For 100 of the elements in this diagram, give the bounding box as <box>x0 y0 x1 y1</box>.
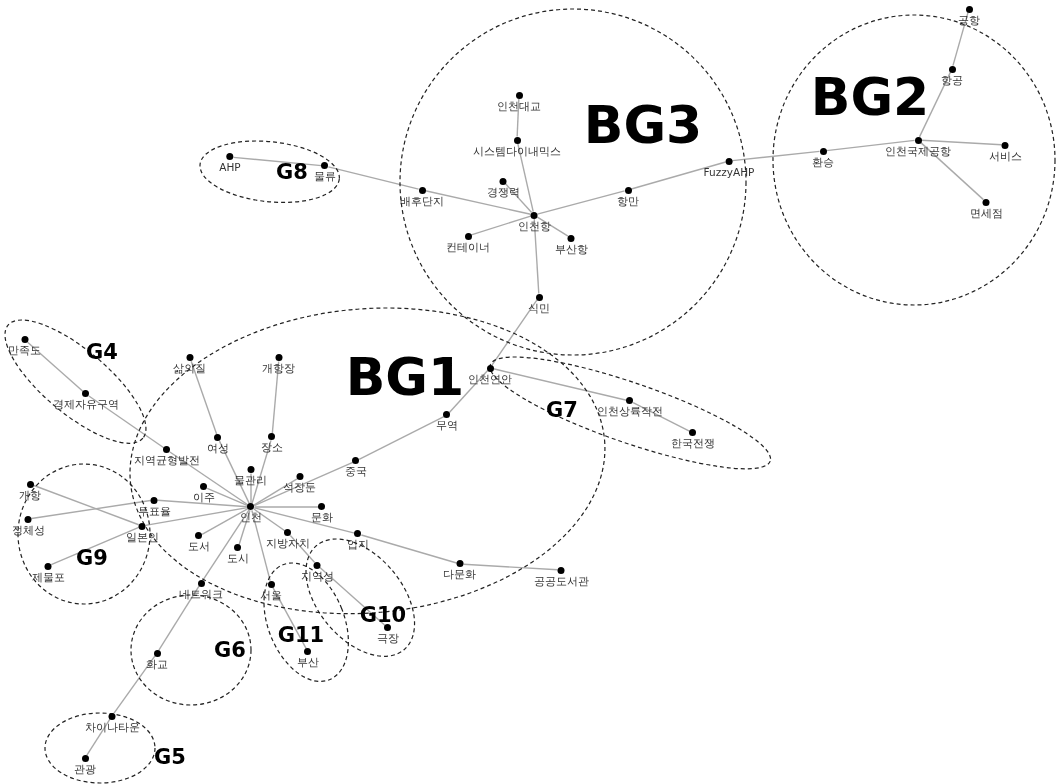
connector-line <box>253 461 354 507</box>
node-label: 부산 <box>297 656 319 669</box>
node-label: 극장 <box>377 632 399 645</box>
node-label: 투표율 <box>137 504 171 517</box>
connector-line <box>424 190 532 215</box>
connector-line <box>206 487 249 507</box>
node-label: 일본인 <box>125 530 159 543</box>
cluster-label: BG2 <box>810 71 930 123</box>
node-label: 인천대교 <box>497 99 541 112</box>
node-label: 문화 <box>311 511 333 524</box>
connector-line <box>318 566 387 627</box>
connector-line <box>156 499 249 508</box>
connector-line <box>533 217 540 295</box>
node-label: 지방자치 <box>266 537 310 550</box>
node-label: 항만 <box>617 194 639 207</box>
node-label: 도서 <box>188 540 210 553</box>
connector-line <box>251 439 272 505</box>
connector-line <box>201 508 249 535</box>
node-label: AHP <box>219 161 241 174</box>
node-label: 네트워크 <box>179 587 223 600</box>
node-label: 부산항 <box>554 242 588 255</box>
node-label: 장소 <box>261 441 283 454</box>
node-label: 인천연안 <box>468 372 512 385</box>
node-label: 도시 <box>227 552 249 565</box>
node-label: 지역성 <box>300 569 334 582</box>
connector-line <box>251 509 271 582</box>
connector-line <box>448 369 489 414</box>
connector-line <box>202 509 250 581</box>
node-label: 인천항 <box>517 219 551 232</box>
node-label: 공공도서관 <box>533 574 589 587</box>
node-label: 차이나타운 <box>84 720 140 733</box>
connector-line <box>825 139 916 152</box>
connector-line <box>158 585 200 651</box>
node-label: 입지 <box>347 538 369 551</box>
cluster-label: G4 <box>86 341 118 363</box>
node-label: 인천 <box>240 511 262 524</box>
connector-line <box>504 182 533 214</box>
connector-line <box>253 508 286 532</box>
node-label: 중국 <box>345 465 367 478</box>
node-label: 정체성 <box>11 523 45 536</box>
node-label: 인천상륙작전 <box>597 405 663 418</box>
connector-line <box>918 71 952 138</box>
node-label: 한국전쟁 <box>671 437 715 450</box>
connector-line <box>360 534 458 564</box>
node-label: 삶의질 <box>173 362 207 375</box>
node-label: 다문화 <box>443 568 477 581</box>
connector-line <box>731 150 821 162</box>
node-label: 화교 <box>146 657 168 670</box>
connector-line <box>30 499 152 520</box>
node-label: 인천국제공항 <box>885 144 951 157</box>
connector-line <box>632 401 691 433</box>
node-label: 공항 <box>958 13 980 26</box>
connector-line <box>952 11 969 67</box>
connector-line <box>32 484 140 526</box>
connector-line <box>86 718 111 756</box>
node-label: 물관리 <box>234 474 268 487</box>
node-label: 식민 <box>528 301 550 314</box>
node-label: 석장둔 <box>283 481 317 494</box>
connector-line <box>470 215 532 236</box>
connector-line <box>50 526 140 566</box>
node-label: 제물포 <box>31 570 65 583</box>
cluster-label: BG1 <box>345 351 465 403</box>
connector-line <box>517 142 534 213</box>
node-label: FuzzyAHP <box>703 165 755 178</box>
node-label: 관광 <box>74 762 96 775</box>
connector-line <box>253 507 356 534</box>
connector-line <box>144 506 249 527</box>
node-label: 항공 <box>941 73 963 86</box>
connector-line <box>492 368 628 401</box>
connector-line <box>26 341 85 393</box>
connector-line <box>113 655 156 714</box>
connector-line <box>289 534 316 564</box>
node-label: 무역 <box>436 419 458 432</box>
node-label: 면세점 <box>969 206 1003 219</box>
connector-line <box>271 586 308 650</box>
connector-line <box>358 415 445 461</box>
connector-line <box>327 166 420 190</box>
connector-line <box>250 472 252 505</box>
connector-line <box>238 509 251 546</box>
node-label: 이주 <box>193 491 215 504</box>
connector-line <box>253 478 298 506</box>
connector-line <box>462 563 559 571</box>
connector-line <box>536 216 569 237</box>
node-label: 컨테이너 <box>446 240 490 253</box>
connector-line <box>232 156 323 167</box>
connector-line <box>516 97 520 138</box>
cluster-label: G10 <box>359 604 407 626</box>
cluster-label: G8 <box>276 161 308 183</box>
connector-line <box>271 360 280 435</box>
node-label: 개항 <box>19 488 41 501</box>
connector-line <box>169 451 249 506</box>
cluster-label: G11 <box>277 624 325 646</box>
node-label: 서비스 <box>988 149 1022 162</box>
node-label: 지역균형발전 <box>134 454 200 467</box>
cluster-label: G5 <box>154 746 186 768</box>
connector-line <box>253 506 320 508</box>
node-label: 서울 <box>260 588 282 601</box>
connector-line <box>88 395 165 449</box>
cluster-label: G9 <box>76 547 108 569</box>
node-label: 만족도 <box>8 344 42 357</box>
